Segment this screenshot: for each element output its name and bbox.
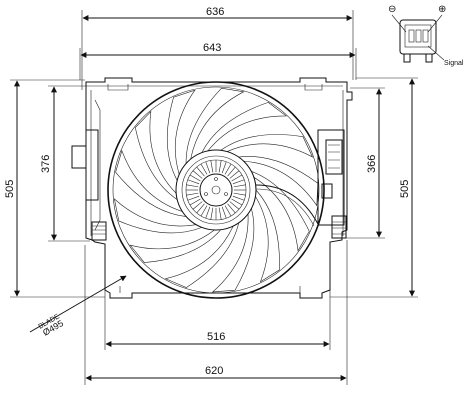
dim-bottom-outer-label: 620	[205, 365, 223, 377]
hub-rib	[231, 198, 243, 206]
hub-rib	[218, 207, 222, 220]
hub-rib	[221, 161, 227, 174]
hub-rib	[187, 179, 200, 185]
hub-rib	[221, 206, 227, 219]
hub-rib	[218, 160, 222, 173]
fan-blade	[113, 198, 202, 234]
right-lower-bracket	[331, 215, 347, 239]
hub-rib	[229, 201, 240, 210]
fan-blade	[251, 171, 310, 252]
hub-rib	[232, 195, 245, 201]
hub-rib	[196, 166, 205, 177]
fan-blade	[164, 222, 240, 288]
dim-bottom-inner-label: 516	[207, 331, 225, 343]
dim-left-inner-label: 376	[40, 155, 52, 173]
fan-blade	[185, 87, 245, 164]
hub-rib	[232, 179, 245, 185]
dim-right-inner-label: 366	[366, 155, 378, 173]
motor-cable	[255, 184, 319, 225]
hub-rib	[200, 205, 208, 217]
fan-blade	[238, 156, 319, 207]
dim-right-outer: 505	[330, 77, 418, 298]
signal-label: Signal	[444, 60, 464, 67]
connector-housing	[325, 139, 343, 175]
hub-rib	[205, 206, 211, 219]
hub-rib	[227, 166, 236, 177]
hub-rib	[229, 170, 240, 179]
hub-rib	[233, 192, 246, 196]
hub-rib	[186, 192, 199, 196]
hub-rib	[186, 184, 199, 188]
connector-body	[399, 19, 437, 55]
fan-blade	[255, 189, 280, 283]
dim-right-inner: 366	[345, 87, 385, 239]
hub-rib	[233, 184, 246, 188]
fan-ring	[107, 81, 325, 299]
fan-blade	[167, 89, 196, 181]
connector-pinout: ⊖ ⊕ Signal	[388, 4, 464, 67]
dim-right-outer-label: 505	[399, 180, 411, 198]
fan-blade	[134, 110, 178, 200]
hub-rib	[224, 163, 232, 175]
fan-blades	[113, 87, 319, 293]
fan-blade	[211, 208, 255, 293]
hub-rib	[200, 163, 208, 175]
hub-rib	[210, 160, 214, 173]
dim-left-inner: 376	[40, 85, 90, 242]
dim-top-outer-label: 636	[206, 6, 224, 18]
hub-rib	[187, 195, 200, 201]
blade-diameter-callout: BLADE Ø495	[29, 275, 127, 338]
hub-rib	[210, 207, 214, 220]
dim-left-outer: 505	[4, 79, 105, 298]
dim-top-inner-label: 643	[203, 42, 221, 54]
hub-rib	[192, 170, 203, 179]
hub-rib	[189, 198, 201, 206]
fan-blade	[201, 102, 287, 153]
hub-rib	[196, 203, 205, 214]
dim-top-outer: 636	[81, 6, 354, 90]
dim-bottom-outer: 620	[84, 240, 348, 385]
left-lower-bracket	[91, 221, 107, 241]
hub-rib	[192, 201, 203, 210]
fan-blade	[220, 134, 314, 158]
dim-top-inner: 643	[79, 42, 357, 80]
hub-ribs	[186, 160, 246, 220]
hub-rib	[231, 174, 243, 182]
dim-left-outer-label: 505	[4, 180, 16, 198]
hub-rib	[224, 205, 232, 217]
hub-rib	[189, 174, 201, 182]
plus-symbol: ⊕	[438, 4, 446, 15]
fan-blade	[129, 229, 222, 263]
left-mount-tab	[71, 145, 87, 169]
shroud-frame	[71, 77, 353, 299]
hub-rib	[227, 203, 236, 214]
minus-symbol: ⊖	[388, 4, 396, 15]
fan-blade	[115, 149, 187, 217]
hub-rib	[205, 161, 211, 174]
motor-hub	[175, 149, 257, 231]
dim-bottom-inner: 516	[104, 290, 331, 350]
